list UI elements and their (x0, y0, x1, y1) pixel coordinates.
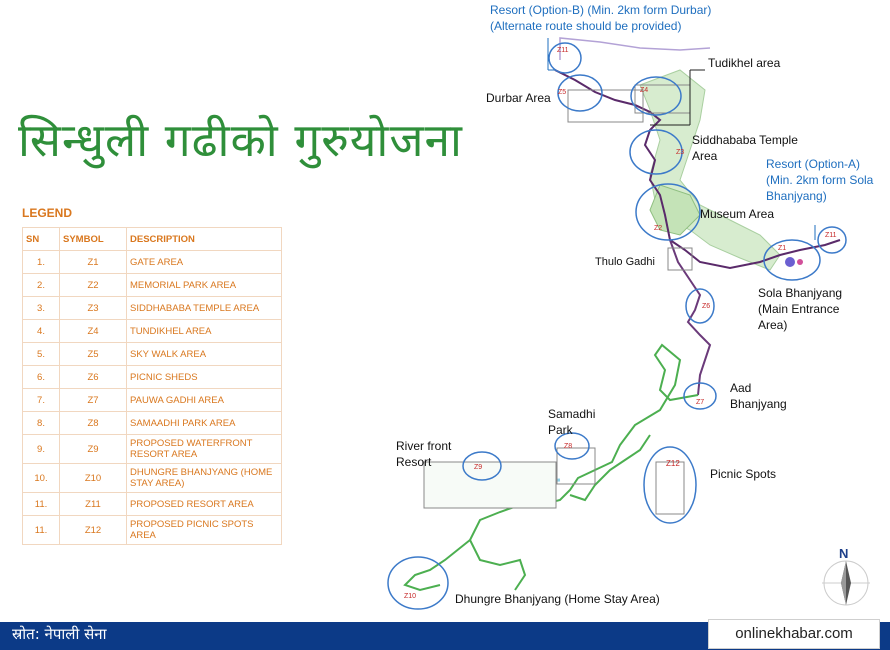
zone-z7: Z7 (683, 382, 717, 410)
zone-label-z3: Z3 (676, 149, 684, 156)
legend-symbol: Z9 (59, 434, 127, 464)
river-front-box (423, 461, 557, 509)
source-credit: स्रोत: नेपाली सेना (12, 625, 107, 643)
label-thulo-gadhi: Thulo Gadhi (595, 256, 655, 268)
brand-link[interactable]: onlinekhabar.com (708, 619, 880, 649)
label-dhungre-bhanjyang: Dhungre Bhanjyang (Home Stay Area) (455, 592, 660, 606)
zone-label-z5: Z5 (558, 89, 566, 96)
legend-symbol: Z10 (59, 463, 127, 493)
durbar-area-box (567, 89, 644, 123)
legend-heading: LEGEND (22, 206, 73, 220)
zone-label-z9: Z9 (474, 464, 482, 471)
zone-z11-north: Z11 (548, 42, 582, 74)
legend-description: DHUNGRE BHANJYANG (HOME STAY AREA) (126, 463, 282, 493)
legend-sn: 1. (22, 250, 60, 274)
legend-description: SKY WALK AREA (126, 342, 282, 366)
compass-north-label: N (839, 546, 849, 561)
legend-sn: 5. (22, 342, 60, 366)
legend-description: PAUWA GADHI AREA (126, 388, 282, 412)
label-river-front-resort: River front Resort (396, 439, 452, 469)
legend-symbol: Z1 (59, 250, 127, 274)
legend-description: TUNDIKHEL AREA (126, 319, 282, 343)
label-sola-bhanjyang: Sola Bhanjyang (Main Entrance Area) (758, 286, 843, 332)
zone-z1: Z1 (763, 239, 821, 281)
page-title: सिन्धुली गढीको गुरुयोजना (18, 113, 463, 167)
legend-description: PICNIC SHEDS (126, 365, 282, 389)
legend-description: PROPOSED PICNIC SPOTS AREA (126, 515, 282, 545)
label-resort-option-b: Resort (Option-B) (Min. 2km form Durbar)… (490, 3, 712, 33)
zone-label-z12: Z12 (666, 459, 680, 468)
zone-z3: Z3 (629, 129, 684, 175)
label-tudikhel: Tudikhel area (708, 56, 781, 70)
route-south (669, 239, 712, 396)
zone-z4: Z4 (630, 76, 682, 116)
trail-dhungre (403, 539, 471, 592)
samadhi-box (556, 447, 596, 485)
legend-symbol: Z12 (59, 515, 127, 545)
label-siddhababa: Siddhababa Temple Area (692, 133, 798, 163)
zone-label-z4: Z4 (640, 87, 648, 94)
label-resort-option-a: Resort (Option-A) (Min. 2km form Sola Bh… (766, 157, 874, 203)
legend-symbol: Z8 (59, 411, 127, 435)
zone-z8: Z8 (554, 432, 590, 460)
zone-z12: Z12 (643, 446, 697, 524)
zone-label-z2: Z2 (654, 225, 662, 232)
label-museum: Museum Area (700, 207, 775, 221)
trail-west (569, 434, 651, 502)
zone-label-z7: Z7 (696, 399, 704, 406)
zone-z5: Z5 (557, 74, 603, 112)
north-arrow-icon (822, 560, 870, 606)
label-aad-bhanjyang: Aad Bhanjyang (730, 381, 787, 411)
zone-label-z11-east: Z11 (825, 232, 837, 239)
zone-label-z1: Z1 (778, 245, 786, 252)
legend-header-row: SN SYMBOL DESCRIPTION (22, 227, 282, 251)
zone-z2: Z2 (635, 183, 701, 241)
main-route (554, 69, 841, 270)
route-resort-b (559, 37, 711, 60)
thulo-gadhi-box (667, 247, 693, 271)
zone-z9: Z9 (462, 451, 502, 481)
legend-description: SIDDHABABA TEMPLE AREA (126, 296, 282, 320)
zone-z6: Z6 (685, 288, 715, 324)
label-samadhi-park: Samadhi Park (548, 407, 596, 437)
zone-label-z6: Z6 (702, 303, 710, 310)
terrain-patch-hill (649, 184, 701, 236)
label-picnic-spots: Picnic Spots (710, 467, 777, 481)
zone-label-z8: Z8 (564, 443, 572, 450)
legend-symbol: Z6 (59, 365, 127, 389)
legend-description: PROPOSED RESORT AREA (126, 492, 282, 516)
trail-east (468, 343, 699, 591)
picnic-box (655, 461, 685, 515)
legend-sn: 6. (22, 365, 60, 389)
zone-label-z10: Z10 (404, 593, 416, 600)
zone-z10: Z10 (387, 556, 449, 610)
zone-z11-east: Z11 (817, 226, 847, 254)
legend-description: MEMORIAL PARK AREA (126, 273, 282, 297)
legend-symbol: Z5 (59, 342, 127, 366)
site-map: Z11 Z5 Z4 Z3 Z2 Z1 Z11 Z6 Z7 Z8 Z9 (387, 37, 870, 610)
zone-label-z11-north: Z11 (557, 47, 569, 54)
label-durbar: Durbar Area (486, 91, 551, 105)
